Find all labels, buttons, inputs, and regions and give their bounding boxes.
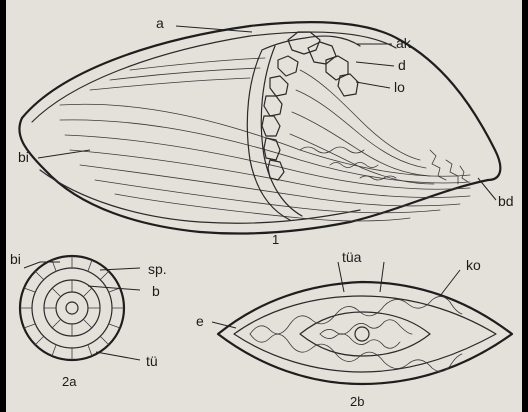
label-a: a (156, 15, 164, 31)
label-b: b (152, 283, 160, 299)
label-tua: tüa (342, 249, 362, 265)
label-bd: bd (498, 193, 514, 209)
label-2a-bi: bi (10, 251, 21, 267)
label-ak: ak (396, 35, 412, 51)
label-tu: tü (146, 353, 158, 369)
label-sp: sp. (148, 261, 167, 277)
figure-number-1: 1 (272, 232, 279, 247)
figure-number-2a: 2a (62, 374, 77, 389)
fusulinid-shell-figure-1 (19, 22, 500, 233)
axial-section-figure-2b (212, 262, 512, 384)
label-ko: ko (466, 257, 481, 273)
label-d: d (398, 57, 406, 73)
label-lo: lo (394, 79, 405, 95)
figure-number-2b: 2b (350, 394, 364, 409)
shell-cross-section-figure-2a (20, 256, 140, 360)
label-bi: bi (18, 149, 29, 165)
label-e: e (196, 313, 204, 329)
